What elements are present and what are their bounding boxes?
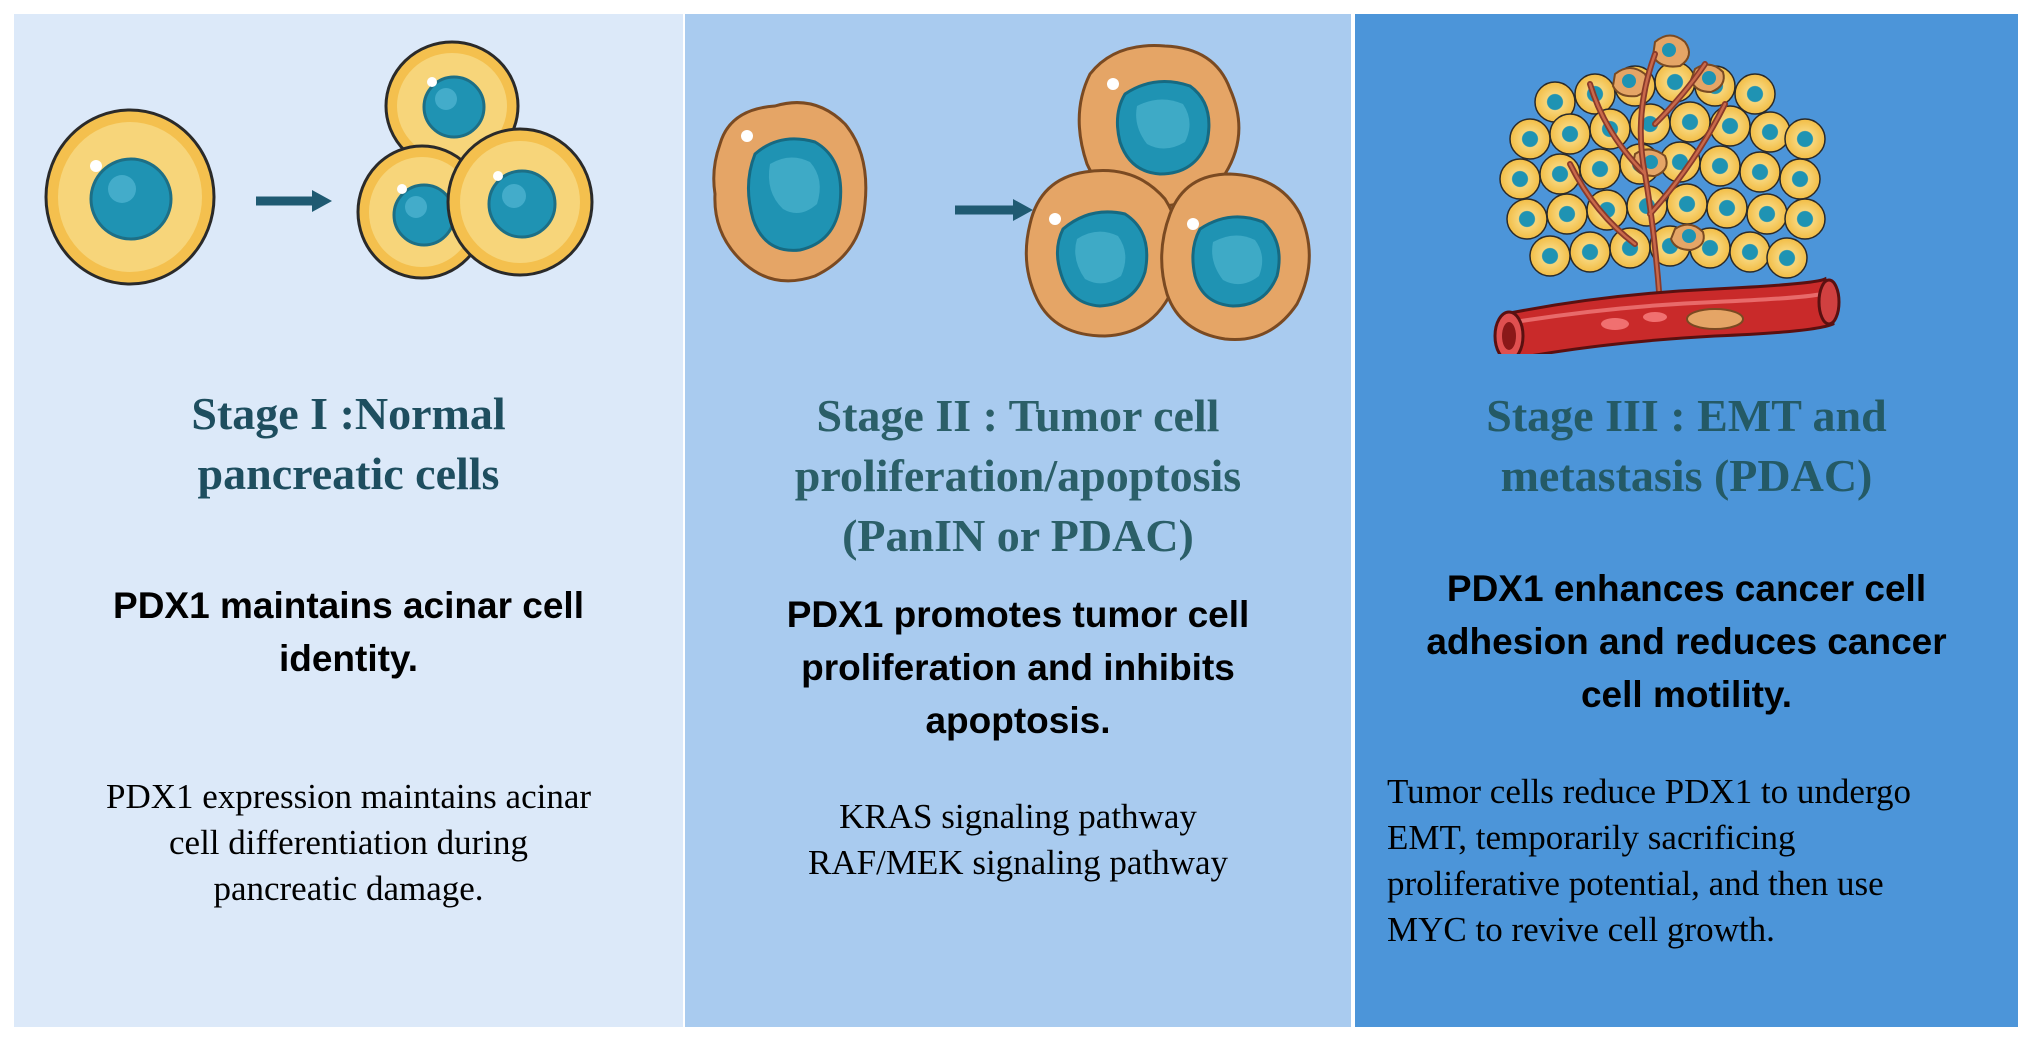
stage-3-title: Stage III : EMT and metastasis (PDAC) — [1486, 390, 1887, 501]
stage-1-panel: Stage I :Normal pancreatic cells PDX1 ma… — [14, 14, 683, 1027]
stage-2-title: Stage II : Tumor cell proliferation/apop… — [794, 390, 1242, 561]
tumor-mass-blood-vessel-icon — [1493, 34, 1841, 354]
tumor-cell-proliferation-icon — [712, 44, 1311, 342]
stage-1-summary: PDX1 maintains acinar cell identity. — [113, 585, 584, 679]
stage-1-title: Stage I :Normal pancreatic cells — [191, 388, 506, 499]
stage-1-detail: PDX1 expression maintains acinar cell di… — [105, 777, 592, 908]
stage-3-summary: PDX1 enhances cancer cell adhesion and r… — [1426, 568, 1947, 715]
stage-2-summary: PDX1 promotes tumor cell proliferation a… — [786, 594, 1250, 741]
stage-3-panel: Stage III : EMT and metastasis (PDAC) PD… — [1355, 14, 2018, 1027]
stage-2-panel: Stage II : Tumor cell proliferation/apop… — [685, 14, 1351, 1027]
normal-cell-division-icon — [44, 40, 594, 286]
stage-3-detail: Tumor cells reduce PDX1 to undergo EMT, … — [1387, 772, 1911, 949]
stage-2-detail: KRAS signaling pathway RAF/MEK signaling… — [808, 797, 1228, 882]
